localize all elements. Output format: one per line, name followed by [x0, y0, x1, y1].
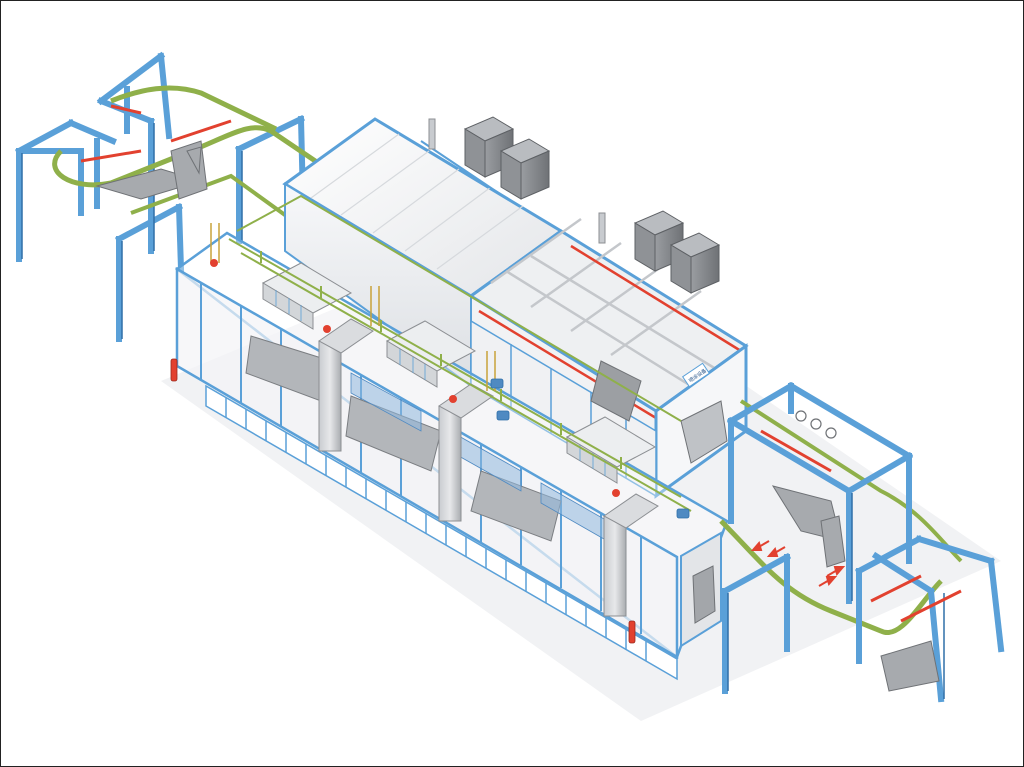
floor-shadow: [161, 231, 1001, 721]
right-conveyor-rail-upper: [739, 399, 963, 563]
right-conveyor-rail: [719, 519, 943, 636]
burner-heads: [210, 259, 620, 497]
front-skirt-boxes: [205, 384, 678, 681]
exhaust-stacks: [428, 118, 606, 244]
left-conveyor-rail: [52, 125, 403, 222]
right-frame-edges: [727, 493, 945, 699]
left-hanging-part: [95, 140, 208, 200]
right-red-rails: [760, 429, 962, 623]
right-hanging-parts: [771, 485, 940, 692]
top-guard-railing: [228, 194, 692, 512]
flow-direction-arrows: [750, 540, 846, 587]
booth-grid-beams: [490, 217, 717, 388]
booth-roof-seams: [310, 133, 524, 270]
conveyor-hooks: [795, 410, 837, 439]
fan-motors: [490, 378, 690, 519]
left-conveyor-rail-upper: [110, 85, 278, 132]
booth-roof-band: [420, 140, 507, 199]
fire-extinguishers: [170, 358, 636, 644]
hopper-units: [463, 116, 721, 294]
left-red-rails: [80, 104, 232, 163]
exit-doorway: [680, 531, 722, 648]
right-overhead-frames: [720, 381, 1005, 703]
air-ducts: [318, 318, 659, 617]
access-ladders: [210, 223, 496, 391]
booth-placard: [682, 362, 710, 388]
burner-units: [261, 262, 657, 484]
